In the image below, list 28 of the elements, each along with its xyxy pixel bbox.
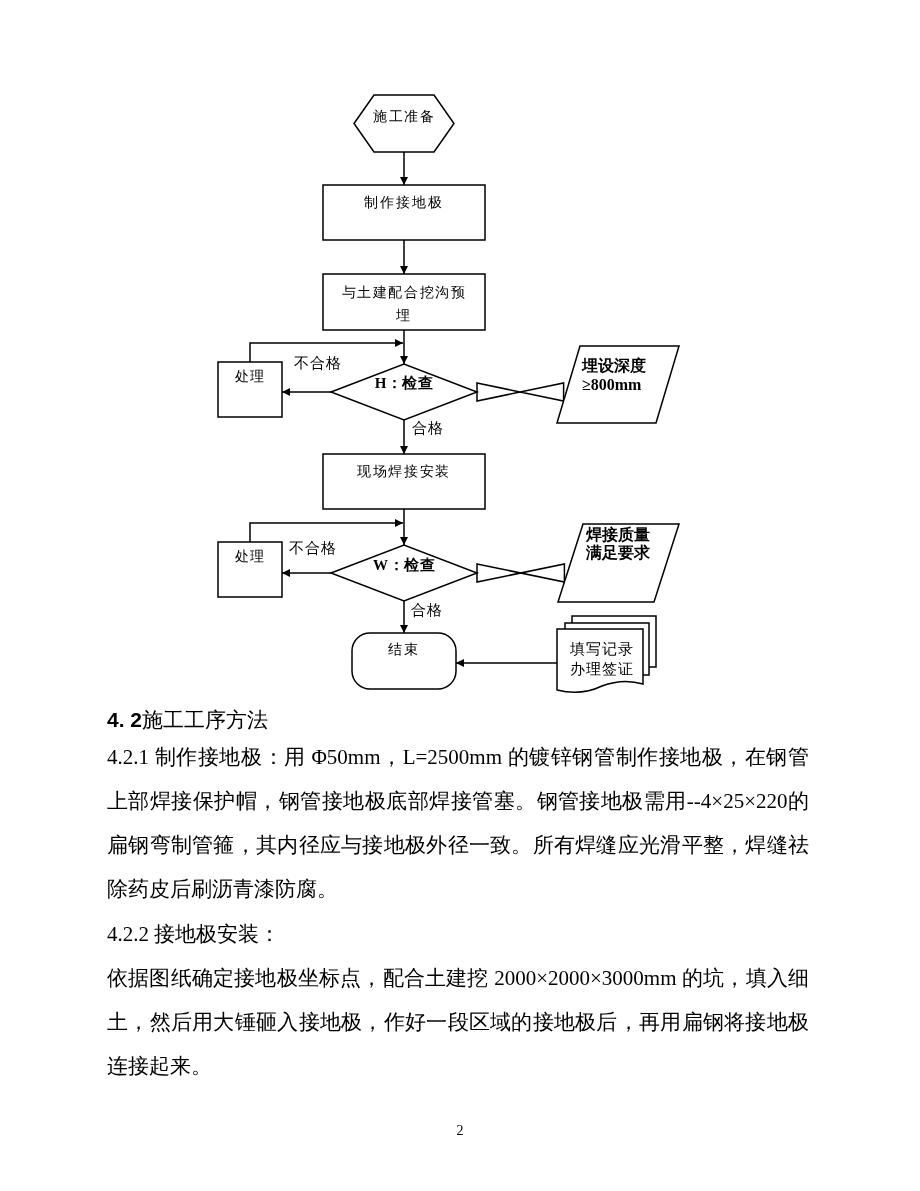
edge-label: 合格 bbox=[411, 601, 443, 619]
edge-label: 合格 bbox=[412, 419, 444, 437]
bowtie-connector bbox=[476, 563, 566, 583]
data-parallelogram: 焊接质量满足要求 bbox=[558, 524, 679, 602]
arrow bbox=[400, 600, 408, 634]
connector-line bbox=[403, 329, 405, 344]
process-box: 现场焊接安装 bbox=[323, 454, 485, 509]
arrow bbox=[400, 522, 408, 546]
section-heading: 4. 2施工工序方法 bbox=[107, 707, 269, 734]
arrow bbox=[400, 419, 408, 455]
process-box: 处理 bbox=[218, 362, 282, 417]
data-parallelogram: 埋设深度≥800mm bbox=[557, 346, 679, 423]
arrow bbox=[400, 151, 408, 186]
body-paragraph: 4.2.1 制作接地极：用 Φ50mm，L=2500mm 的镀锌钢管制作接地极，在钢管上部焊接保护帽，钢管接地极底部焊接管塞。钢管接地极需用--4×25×220的扁钢弯制管箍，其内径应与接地极外径一致。所有焊缝应光滑平整，焊缝祛除药皮后刷沥青漆防腐。 bbox=[107, 744, 809, 903]
bowtie-connector bbox=[476, 382, 565, 402]
hexagon-box: 施工准备 bbox=[354, 95, 454, 152]
connector-line bbox=[403, 508, 405, 524]
arrow bbox=[249, 519, 404, 543]
terminal-box: 结束 bbox=[352, 633, 456, 689]
page-number: 2 bbox=[456, 1122, 464, 1140]
process-box: 处理 bbox=[218, 542, 282, 597]
arrow bbox=[400, 239, 408, 275]
process-box: 与土建配合挖沟预埋 bbox=[323, 274, 485, 330]
process-box: 制作接地极 bbox=[323, 185, 485, 240]
arrow bbox=[249, 339, 404, 363]
arrow bbox=[400, 342, 408, 365]
body-paragraph: 依据图纸确定接地极坐标点，配合土建挖 2000×2000×3000mm 的坑，填入细土，然后用大锤砸入接地极，作好一段区域的接地极后，再用扁钢将接地极连接起来。 bbox=[107, 965, 809, 1080]
subsection-heading: 4.2.2 接地极安装： bbox=[107, 921, 281, 948]
